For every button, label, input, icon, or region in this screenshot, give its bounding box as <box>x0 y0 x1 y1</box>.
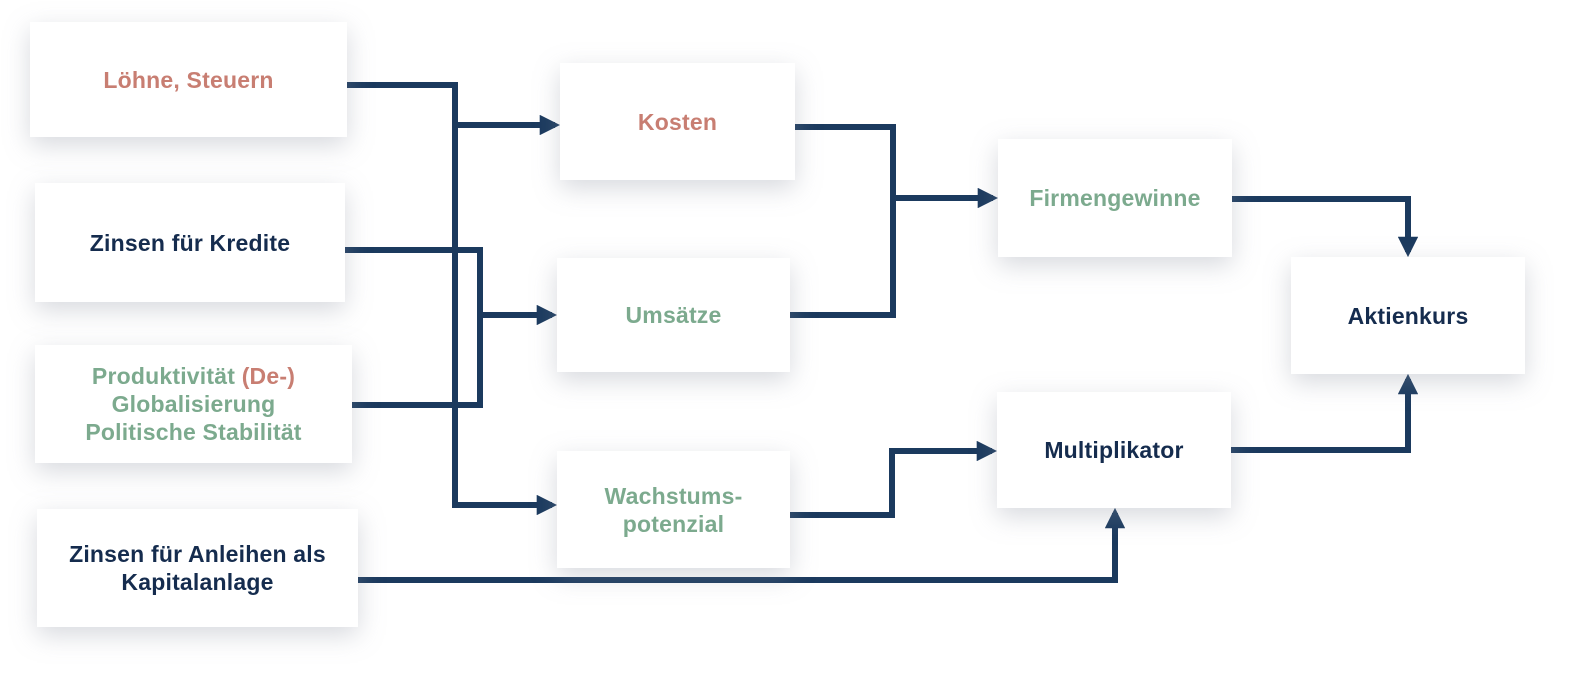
node-zinsen-kredite-label: Zinsen für Kredite <box>89 229 291 256</box>
node-wachstumspotenzial: Wachstums- potenzial <box>557 451 790 568</box>
edge-multiplikator-to-aktienkurs <box>1231 373 1419 453</box>
node-aktienkurs-label: Aktienkurs <box>1347 302 1469 329</box>
node-wachstumspotenzial-line1: Wachstums- <box>604 482 743 509</box>
node-firmengewinne-label: Firmengewinne <box>1029 185 1201 211</box>
node-zinsen-kredite: Zinsen für Kredite <box>35 183 345 302</box>
node-umsaetze-label: Umsätze <box>625 302 722 328</box>
edge-firmengewinne-to-aktienkurs <box>1232 196 1419 258</box>
node-multiplikator: Multiplikator <box>997 392 1231 508</box>
edge-wachstum-to-multiplikator <box>790 440 998 518</box>
node-kosten: Kosten <box>560 63 795 180</box>
node-loehne-steuern: Löhne, Steuern <box>30 22 347 137</box>
node-multiplikator-label: Multiplikator <box>1044 437 1184 463</box>
node-umsaetze: Umsätze <box>557 258 790 372</box>
node-zinsen-anleihen-line1: Zinsen für Anleihen als <box>69 541 326 567</box>
node-produktivitaet-line2: Globalisierung <box>111 391 276 417</box>
edge-kredite-produktivitaet-rail <box>345 247 483 408</box>
node-produktivitaet: Produktivität (De-) Globalisierung Polit… <box>35 345 352 463</box>
node-produktivitaet-line1: Produktivität (De-) <box>92 362 295 390</box>
edge-anleihen-to-multiplikator <box>358 507 1126 583</box>
node-produktivitaet-label-green: Produktivität <box>91 363 242 389</box>
node-zinsen-anleihen-line2: Kapitalanlage <box>121 569 274 595</box>
node-wachstumspotenzial-line2: potenzial <box>622 510 725 537</box>
node-kosten-label: Kosten <box>637 108 718 135</box>
node-zinsen-anleihen: Zinsen für Anleihen als Kapitalanlage <box>37 509 358 627</box>
node-firmengewinne: Firmengewinne <box>998 139 1232 257</box>
edge-loehne-to-wachstum-rail <box>347 82 558 516</box>
node-aktienkurs: Aktienkurs <box>1291 257 1525 374</box>
node-produktivitaet-line3: Politische Stabilität <box>85 419 302 445</box>
edge-kosten-umsaetze-merge <box>790 124 896 318</box>
node-loehne-steuern-label: Löhne, Steuern <box>103 66 274 93</box>
node-produktivitaet-label-salmon: (De-) <box>241 363 296 389</box>
